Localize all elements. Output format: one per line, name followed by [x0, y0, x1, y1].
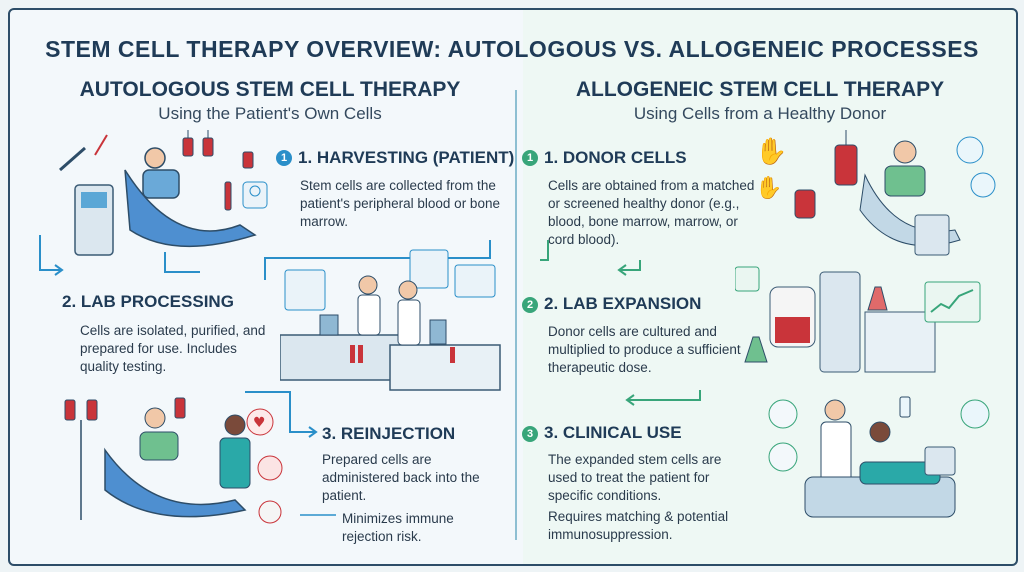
auto-step2-text: Cells are isolated, purified, and prepar…	[80, 323, 266, 374]
allogeneic-heading: ALLOGENEIC STEM CELL THERAPY	[575, 78, 945, 101]
svg-text:♥: ♥	[253, 415, 266, 431]
auto-step1-title: 1. HARVESTING (PATIENT)	[298, 148, 515, 167]
autologous-heading: AUTOLOGOUS STEM CELL THERAPY	[79, 78, 461, 101]
auto-step1-number: 1	[276, 150, 292, 166]
donor-illustration: ✋✋	[755, 130, 996, 256]
auto-step1-text: Stem cells are collected from the patien…	[300, 178, 500, 229]
allo-step2-number: 2	[522, 297, 538, 313]
iv-bag-icon	[182, 130, 214, 157]
clinical-illustration	[768, 396, 990, 518]
column-divider	[515, 90, 517, 540]
syringe-icon	[59, 134, 108, 172]
iv-bag-icon	[899, 396, 911, 418]
allo-step2-title: 2. LAB EXPANSION	[544, 294, 702, 313]
flask-icon	[744, 286, 888, 363]
lab-screen	[409, 249, 449, 289]
hand-icon: ✋✋	[755, 136, 787, 201]
heart-icon: ♥	[246, 408, 274, 436]
cell-icon	[960, 399, 990, 429]
allo-step3-number: 3	[522, 426, 538, 442]
bioreactor	[819, 271, 861, 373]
patient-chair	[124, 169, 257, 248]
allogeneic-subheading: Using Cells from a Healthy Donor	[633, 104, 887, 123]
allo-step2-text: Donor cells are cultured and multiplied …	[548, 324, 741, 375]
svg-text:✋: ✋	[755, 136, 787, 167]
allo-step1-number: 1	[522, 150, 538, 166]
allo-step1-text: Cells are obtained from a matched or scr…	[548, 178, 755, 247]
doctor	[820, 421, 852, 483]
allo-step3-title: 3. CLINICAL USE	[544, 423, 682, 442]
autologous-subheading: Using the Patient's Own Cells	[158, 104, 382, 123]
lab-illustration	[280, 249, 501, 391]
auto-step3-title: 3. REINJECTION	[322, 424, 456, 443]
patient-head	[144, 147, 166, 169]
expansion-illustration	[735, 266, 981, 373]
harvesting-illustration	[59, 130, 268, 256]
svg-text:✋: ✋	[755, 175, 782, 201]
cell-icon	[956, 136, 996, 198]
reinjection-illustration: ♥	[64, 397, 283, 524]
person-icon	[242, 181, 268, 209]
page-title: STEM CELL THERAPY OVERVIEW: AUTOLOGOUS V…	[45, 36, 979, 62]
auto-step2-title: 2. LAB PROCESSING	[62, 292, 234, 311]
blood-tube-icon	[224, 151, 254, 211]
iv-bag-icon	[794, 130, 858, 219]
cell-icon	[257, 455, 283, 524]
iv-bag-icon	[64, 397, 186, 520]
nurse-head	[224, 414, 246, 436]
microscope-icon	[319, 314, 447, 345]
monitor	[924, 281, 981, 323]
auto-step3-text: Prepared cells are administered back int…	[322, 452, 480, 503]
allo-step1-title: 1. DONOR CELLS	[544, 148, 687, 167]
auto-note: Minimizes immune rejection risk.	[342, 511, 454, 544]
allo-note: Requires matching & potential immunosupp…	[548, 509, 729, 542]
allo-step3-text: The expanded stem cells are used to trea…	[548, 452, 722, 503]
